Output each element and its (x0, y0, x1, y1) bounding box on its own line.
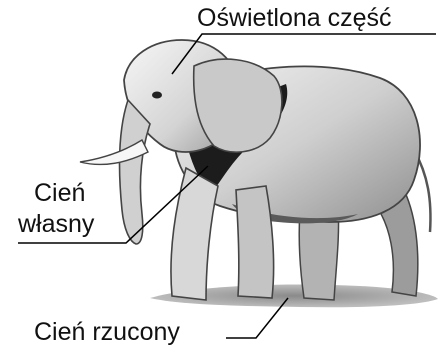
label-lit-part: Oświetlona część (197, 6, 392, 31)
elephant-front-leg-left (171, 168, 218, 300)
label-cast-shadow: Cień rzucony (34, 320, 180, 345)
elephant-eye (152, 92, 162, 99)
label-own-shadow-line2: własny (18, 212, 94, 237)
label-own-shadow-line1: Cień (34, 181, 85, 206)
elephant-front-leg-right (236, 186, 274, 298)
elephant-trunk (120, 100, 150, 244)
